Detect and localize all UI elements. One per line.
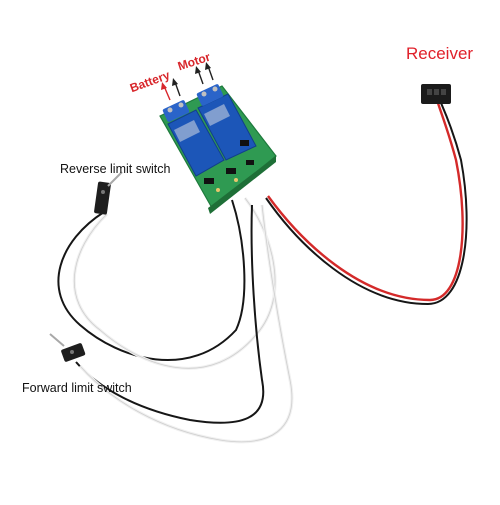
- relay-board: [159, 84, 277, 214]
- forward-switch-cable: [75, 204, 294, 444]
- reverse-switch-cable: [57, 197, 277, 370]
- motor-arrows: [195, 62, 214, 85]
- battery-arrows: [161, 78, 181, 101]
- forward-limit-switch-label: Forward limit switch: [22, 381, 132, 395]
- forward-limit-switch: [49, 333, 86, 362]
- reverse-limit-switch: [94, 171, 123, 215]
- receiver-label: Receiver: [406, 44, 474, 63]
- receiver-connector: [421, 84, 451, 104]
- reverse-limit-switch-label: Reverse limit switch: [60, 162, 171, 176]
- receiver-cable: [265, 102, 468, 306]
